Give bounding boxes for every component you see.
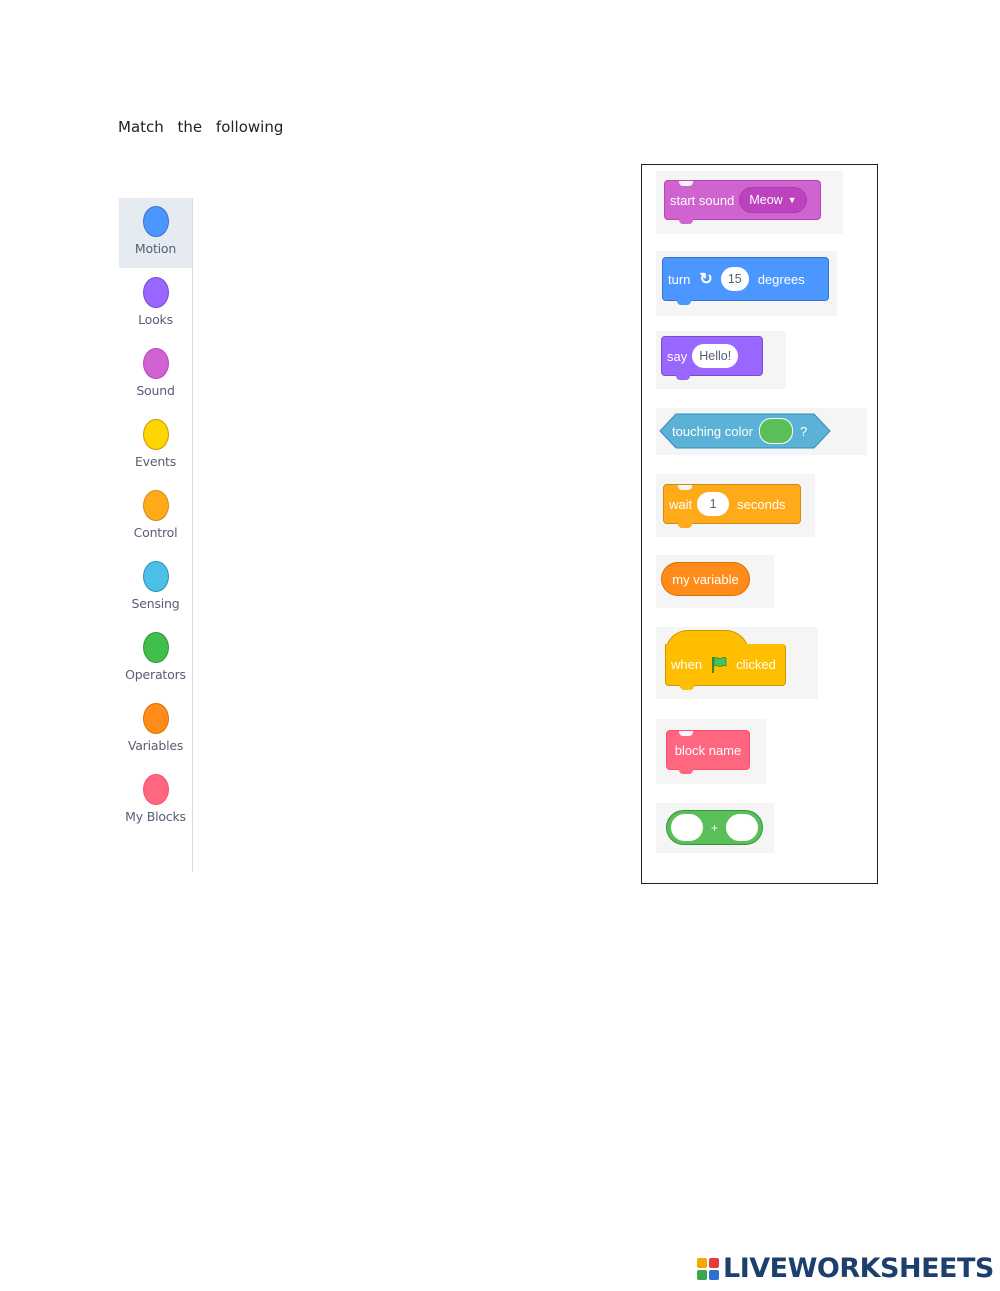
looks-message-input[interactable]: Hello! — [692, 344, 739, 368]
control-dot-icon — [142, 490, 169, 521]
sound-menu-dropdown[interactable]: Meow ▼ — [739, 187, 807, 213]
operators-dot-icon — [142, 632, 169, 663]
looks-block[interactable]: say Hello! — [661, 336, 763, 380]
control-block-label: wait — [669, 496, 693, 512]
sensing-block-label: touching color — [672, 423, 753, 439]
sound-menu-value: Meow — [749, 193, 783, 207]
myblocks-block[interactable]: block name — [666, 730, 750, 774]
looks-block-label: say — [667, 348, 688, 364]
variables-dot-icon — [142, 703, 169, 734]
blocks-panel: start sound Meow ▼ turn ↻ 15 degrees say… — [641, 164, 878, 884]
control-block-suffix: seconds — [737, 496, 786, 512]
liveworksheets-logo: LIVEWORKSHEETS — [697, 1253, 994, 1284]
category-label: Motion — [134, 241, 177, 256]
motion-block-label: turn — [668, 271, 691, 287]
operators-left-input[interactable] — [671, 814, 703, 841]
rotate-clockwise-icon: ↻ — [699, 271, 713, 288]
sound-dot-icon — [142, 348, 169, 379]
category-label: Variables — [127, 738, 184, 753]
my-blocks-dot-icon — [142, 774, 169, 805]
events-block-label: when — [671, 657, 703, 672]
chevron-down-icon: ▼ — [787, 195, 797, 205]
events-dot-icon — [142, 419, 169, 450]
sound-block-label: start sound — [670, 192, 735, 208]
motion-dot-icon — [142, 206, 169, 237]
category-control[interactable]: Control — [119, 482, 192, 552]
logo-squares-icon — [697, 1257, 719, 1280]
operators-right-input[interactable] — [725, 814, 758, 841]
green-flag-icon — [712, 656, 727, 673]
looks-dot-icon — [142, 277, 169, 308]
category-motion[interactable]: Motion — [119, 198, 192, 268]
category-label: Control — [133, 525, 178, 540]
logo-text: LIVEWORKSHEETS — [723, 1253, 994, 1284]
sensing-color-swatch[interactable] — [758, 418, 793, 444]
category-operators[interactable]: Operators — [119, 624, 192, 694]
category-label: Events — [134, 454, 177, 469]
instruction-text: Match the following — [118, 118, 284, 136]
category-variables[interactable]: Variables — [119, 695, 192, 765]
control-block[interactable]: wait 1 seconds — [663, 484, 801, 528]
myblocks-block-label: block name — [674, 742, 742, 758]
category-sensing[interactable]: Sensing — [119, 553, 192, 623]
category-palette: Motion Looks Sound Events Control Sensin… — [119, 198, 193, 872]
motion-block[interactable]: turn ↻ 15 degrees — [662, 257, 829, 305]
control-seconds-input[interactable]: 1 — [697, 492, 730, 516]
category-label: My Blocks — [125, 809, 186, 824]
category-sound[interactable]: Sound — [119, 340, 192, 410]
category-label: Sensing — [131, 596, 180, 611]
operators-symbol: + — [710, 820, 718, 835]
motion-block-suffix: degrees — [757, 271, 805, 287]
sensing-dot-icon — [142, 561, 169, 592]
category-looks[interactable]: Looks — [119, 269, 192, 339]
events-block[interactable]: when clicked — [665, 644, 786, 690]
category-label: Operators — [125, 667, 186, 682]
operators-reporter[interactable]: + — [666, 810, 763, 845]
category-label: Sound — [136, 383, 175, 398]
category-label: Looks — [138, 312, 173, 327]
sensing-block-content: touching color ? — [672, 413, 807, 449]
variables-reporter[interactable]: my variable — [661, 562, 750, 596]
sensing-block-suffix: ? — [799, 423, 808, 439]
category-my-blocks[interactable]: My Blocks — [119, 766, 192, 836]
motion-degrees-input[interactable]: 15 — [720, 267, 749, 291]
variables-reporter-label: my variable — [672, 571, 739, 587]
sound-block[interactable]: start sound Meow ▼ — [664, 180, 821, 224]
category-events[interactable]: Events — [119, 411, 192, 481]
events-block-suffix: clicked — [736, 657, 776, 672]
